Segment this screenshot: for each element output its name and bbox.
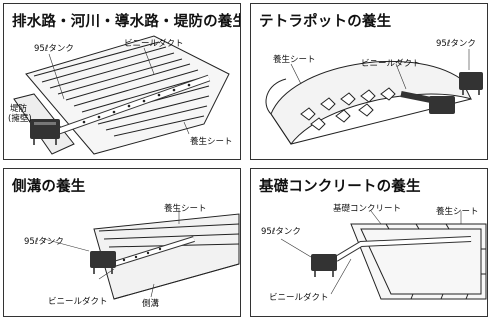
tank-icon xyxy=(429,72,483,114)
page-title: 基礎コンクリートの養生 xyxy=(259,179,421,195)
bank-label: 堤防 xyxy=(10,104,28,114)
page-title: 側溝の養生 xyxy=(12,179,86,195)
drainage-illustration xyxy=(13,35,230,155)
concrete-label: 基礎コンクリート xyxy=(333,204,402,214)
tank-label: 95ℓタンク xyxy=(34,44,74,54)
duct-label: ビニールダクト xyxy=(361,59,421,69)
duct-holes xyxy=(82,83,191,124)
tank-icon xyxy=(30,119,60,145)
gutter-label: 側溝 xyxy=(142,299,160,309)
sheet-label: 養生シート xyxy=(436,207,479,217)
sheet-label: 養生シート xyxy=(273,55,316,65)
bank-sub-label: (擁壁) xyxy=(8,114,32,124)
duct-label: ビニールダクト xyxy=(124,39,184,49)
tank-icon xyxy=(90,251,116,274)
panel-tetrapod: テトラポットの養生 養生シート ビニールダクト 95ℓタンク xyxy=(250,3,488,160)
page-title: 排水路・河川・導水路・堤防の養生 xyxy=(12,14,241,30)
tank-icon xyxy=(311,254,337,277)
panel-gutter: 側溝の養生 養生シート 95ℓタンク ビニールダクト 側溝 xyxy=(3,168,241,317)
panel-block: 基礎コンクリートの養生 基礎コンクリート 養生シート 95ℓタンク ビニールダク… xyxy=(250,168,488,317)
tank-label: 95ℓタンク xyxy=(436,39,476,49)
gutter-illustration xyxy=(43,209,240,300)
tetrapod-illustration xyxy=(265,49,483,145)
sheet-label: 養生シート xyxy=(164,204,207,214)
tank-label: 95ℓタンク xyxy=(261,227,301,237)
duct-label: ビニールダクト xyxy=(48,297,108,307)
sheet-label: 養生シート xyxy=(190,137,233,147)
block-illustration xyxy=(280,210,487,300)
panel-drainage: 排水路・河川・導水路・堤防の養生 95ℓタンク ビニールダクト 堤防 (擁壁) … xyxy=(3,3,241,160)
duct-label: ビニールダクト xyxy=(269,293,329,303)
tank-label: 95ℓタンク xyxy=(24,237,64,247)
page-title: テトラポットの養生 xyxy=(259,14,392,30)
